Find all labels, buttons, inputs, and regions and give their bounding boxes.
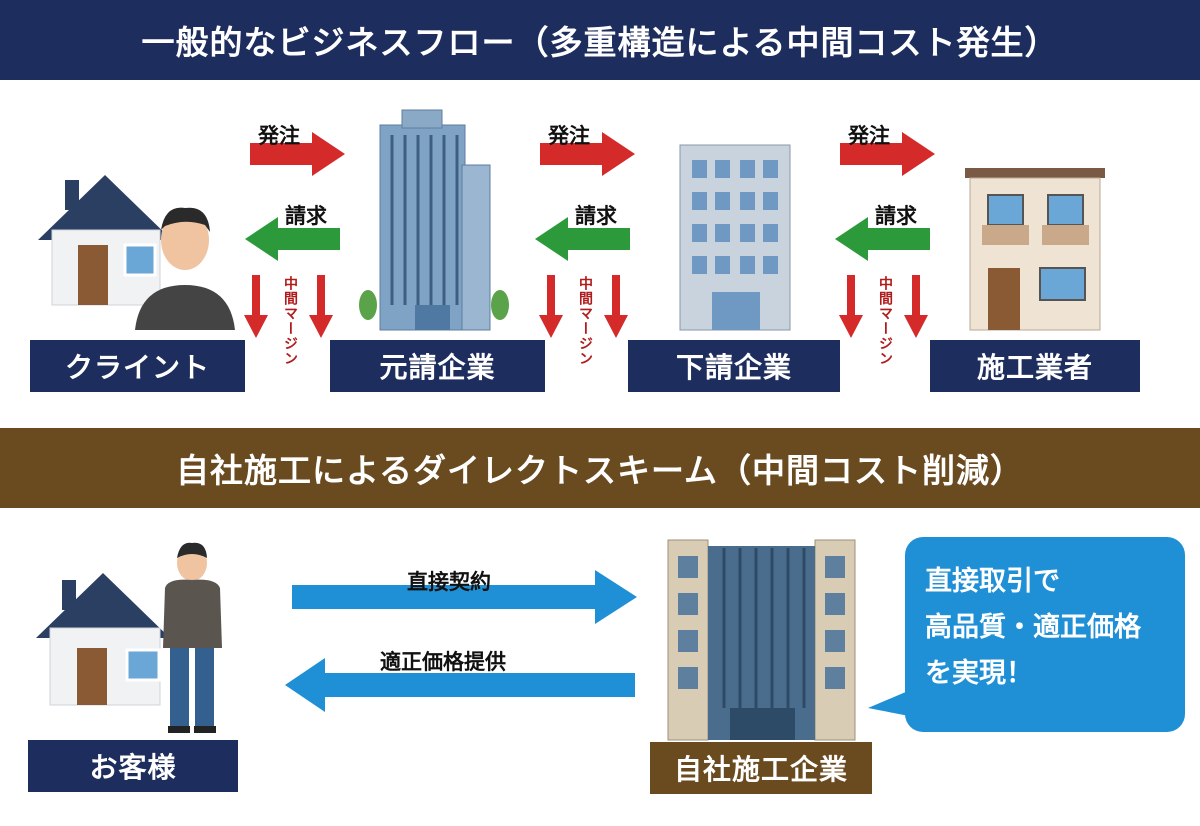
node-customer: お客様 bbox=[28, 740, 238, 792]
invoice-label: 請求 bbox=[875, 204, 917, 228]
margin-arrows-3 bbox=[839, 275, 928, 338]
flow-arrows bbox=[244, 132, 935, 338]
direct-contract-label: 直接契約 bbox=[407, 570, 491, 594]
invoice-arrow-2 bbox=[535, 217, 630, 261]
bubble-line: 高品質・適正価格 bbox=[925, 612, 1141, 643]
direct-contract-arrow bbox=[292, 570, 637, 624]
own-construction-building-icon bbox=[667, 539, 856, 741]
node-own-construction-company: 自社施工企業 bbox=[650, 742, 872, 794]
bottom-section-title: 自社施工によるダイレクトスキーム（中間コスト削減） bbox=[0, 428, 1200, 508]
builder-building-icon bbox=[965, 168, 1105, 331]
margin-arrows-1 bbox=[244, 275, 333, 338]
node-general-contractor: 元請企業 bbox=[330, 340, 545, 392]
order-label: 発注 bbox=[848, 124, 890, 148]
margin-arrows-2 bbox=[539, 275, 628, 338]
house-icon bbox=[36, 573, 170, 706]
person-icon bbox=[135, 207, 235, 330]
speech-bubble: 直接取引で 高品質・適正価格 を実現！ bbox=[905, 537, 1185, 732]
invoice-arrow-3 bbox=[835, 217, 930, 261]
bubble-line: を実現！ bbox=[925, 658, 1033, 689]
order-label: 発注 bbox=[258, 124, 300, 148]
order-label: 発注 bbox=[548, 124, 590, 148]
house-icon bbox=[38, 175, 172, 306]
fair-price-arrow bbox=[285, 658, 635, 712]
bottom-flow-illustration bbox=[36, 539, 930, 741]
margin-label: 中間マージン bbox=[877, 276, 893, 366]
invoice-arrow-1 bbox=[245, 217, 340, 261]
node-subcontractor: 下請企業 bbox=[628, 340, 840, 392]
order-arrow-2 bbox=[540, 132, 635, 176]
node-client: クライント bbox=[30, 340, 245, 392]
margin-label: 中間マージン bbox=[282, 276, 298, 366]
node-builder: 施工業者 bbox=[930, 340, 1140, 392]
invoice-label: 請求 bbox=[575, 204, 617, 228]
bubble-line: 直接取引で bbox=[925, 566, 1060, 597]
order-arrow-3 bbox=[840, 132, 935, 176]
general-contractor-building-icon bbox=[359, 109, 509, 331]
margin-label: 中間マージン bbox=[577, 276, 593, 366]
top-flow-illustration bbox=[38, 109, 1105, 338]
order-arrow-1 bbox=[250, 132, 345, 176]
top-section-title: 一般的なビジネスフロー（多重構造による中間コスト発生） bbox=[0, 0, 1200, 80]
fair-price-label: 適正価格提供 bbox=[380, 650, 506, 674]
person-icon bbox=[163, 542, 222, 733]
invoice-label: 請求 bbox=[285, 204, 327, 228]
subcontractor-building-icon bbox=[679, 144, 791, 331]
